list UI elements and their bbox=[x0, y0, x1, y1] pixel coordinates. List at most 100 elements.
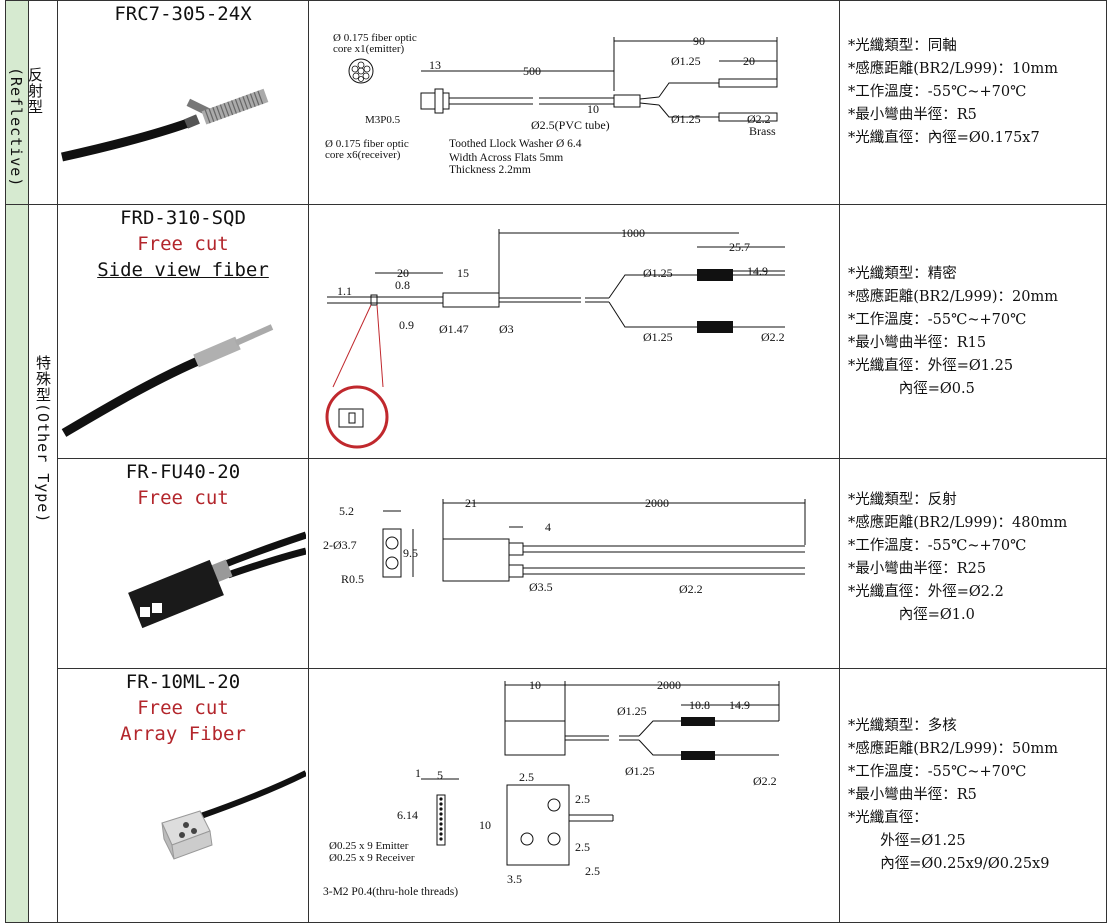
spec-line: *光纖直徑：外徑=Ø1.25 bbox=[848, 358, 1014, 374]
svg-text:90: 90 bbox=[693, 34, 705, 48]
spec-cell: *光纖類型：反射 *感應距離(BR2/L999)：480mm *工作溫度：-55… bbox=[839, 458, 1107, 669]
svg-text:2-Ø3.7: 2-Ø3.7 bbox=[323, 538, 357, 552]
svg-text:2000: 2000 bbox=[657, 678, 681, 692]
dimension-drawing: 10 2000 Ø1.25 10.8 14.9 Ø1.25 Ø2.2 1 5 bbox=[323, 678, 780, 898]
svg-text:Ø1.25: Ø1.25 bbox=[643, 330, 673, 344]
spec-line: *感應距離(BR2/L999)：50mm bbox=[848, 741, 1059, 757]
svg-text:Ø0.25 x 9 Emitter: Ø0.25 x 9 Emitter bbox=[329, 840, 409, 852]
category-other-label: 特殊型(Other Type) bbox=[34, 355, 52, 524]
dimension-drawing: 5.2 2-Ø3.7 9.5 R0.5 21 2000 4 Ø3.5 Ø2.2 bbox=[323, 496, 806, 596]
svg-text:Ø1.25: Ø1.25 bbox=[625, 764, 655, 778]
svg-text:14.9: 14.9 bbox=[747, 264, 768, 278]
free-cut-tag: Free cut bbox=[137, 697, 229, 719]
svg-text:5: 5 bbox=[437, 768, 443, 782]
svg-text:0.8: 0.8 bbox=[395, 278, 410, 292]
svg-text:14.9: 14.9 bbox=[729, 698, 750, 712]
spec-table: 反射型(Reflective) FRC7-305-24X bbox=[5, 0, 1107, 923]
spec-line: *工作溫度：-55℃~+70℃ bbox=[848, 538, 1027, 554]
spec-line: *光纖直徑：外徑=Ø2.2 bbox=[848, 584, 1004, 600]
spec-line: *感應距離(BR2/L999)：10mm bbox=[848, 61, 1059, 77]
spec-line: *工作溫度：-55℃~+70℃ bbox=[848, 764, 1027, 780]
svg-text:Ø2.2: Ø2.2 bbox=[761, 330, 785, 344]
drawing-cell: 5.2 2-Ø3.7 9.5 R0.5 21 2000 4 Ø3.5 Ø2.2 bbox=[308, 458, 840, 669]
drawing-cell: 10 2000 Ø1.25 10.8 14.9 Ø1.25 Ø2.2 1 5 bbox=[308, 668, 840, 923]
svg-text:10: 10 bbox=[479, 818, 491, 832]
svg-text:21: 21 bbox=[465, 496, 477, 510]
model-name: FRC7-305-24X bbox=[114, 3, 252, 25]
spec-line: 外徑=Ø1.25 bbox=[848, 833, 966, 849]
svg-text:2.5: 2.5 bbox=[575, 792, 590, 806]
model-name: FRD-310-SQD bbox=[120, 207, 246, 229]
svg-text:6.14: 6.14 bbox=[397, 808, 418, 822]
drawing-cell: 1000 25.7 14.9 1.1 20 15 0.8 0.9 Ø1.47 Ø… bbox=[308, 204, 840, 459]
table-row: FR-10ML-20 Free cut Array Fiber 10 2000 bbox=[6, 668, 1107, 923]
spec-line: *最小彎曲半徑：R15 bbox=[848, 335, 987, 351]
spec-line: *感應距離(BR2/L999)：20mm bbox=[848, 289, 1059, 305]
product-photo bbox=[128, 531, 308, 629]
free-cut-tag: Free cut bbox=[137, 233, 229, 255]
svg-text:Ø 0.175 fiber optic: Ø 0.175 fiber optic bbox=[325, 138, 409, 150]
svg-text:5.2: 5.2 bbox=[339, 504, 354, 518]
dimension-drawing: 1000 25.7 14.9 1.1 20 15 0.8 0.9 Ø1.47 Ø… bbox=[325, 226, 785, 449]
svg-text:Ø2.2: Ø2.2 bbox=[679, 582, 703, 596]
product-photo bbox=[61, 88, 269, 162]
svg-text:Ø2.5(PVC tube): Ø2.5(PVC tube) bbox=[531, 118, 610, 132]
dimension-drawing: Ø 0.175 fiber optic core x1(emitter) Ø 0… bbox=[325, 32, 778, 176]
spec-line: *光纖直徑：內徑=Ø0.175x7 bbox=[848, 130, 1040, 146]
svg-text:Ø1.25: Ø1.25 bbox=[617, 704, 647, 718]
spec-line: 內徑=Ø1.0 bbox=[848, 607, 975, 623]
category-reflective-label: 反射型(Reflective) bbox=[7, 67, 44, 188]
svg-text:3-M2 P0.4(thru-hole threads): 3-M2 P0.4(thru-hole threads) bbox=[323, 886, 458, 898]
product-photo-cell: FR-10ML-20 Free cut Array Fiber bbox=[57, 668, 309, 923]
category-other: 特殊型(Other Type) bbox=[28, 204, 58, 923]
svg-text:Ø3: Ø3 bbox=[499, 322, 514, 336]
svg-text:Ø3.5: Ø3.5 bbox=[529, 580, 553, 594]
svg-text:2.5: 2.5 bbox=[585, 864, 600, 878]
svg-text:3.5: 3.5 bbox=[507, 872, 522, 886]
svg-text:13: 13 bbox=[429, 58, 441, 72]
spec-line: *最小彎曲半徑：R25 bbox=[848, 561, 987, 577]
table-row: 特殊型(Other Type) FRD-310-SQD Free cut Sid… bbox=[5, 204, 1107, 923]
array-fiber-tag: Array Fiber bbox=[120, 723, 246, 745]
category-reflective: 反射型(Reflective) bbox=[5, 0, 44, 205]
svg-text:Thickness 2.2mm: Thickness 2.2mm bbox=[449, 164, 531, 176]
side-view-tag: Side view fiber bbox=[97, 259, 269, 281]
svg-text:2.5: 2.5 bbox=[519, 770, 534, 784]
svg-text:4: 4 bbox=[545, 520, 551, 534]
svg-text:0.9: 0.9 bbox=[399, 318, 414, 332]
spec-cell: *光纖類型：多核 *感應距離(BR2/L999)：50mm *工作溫度：-55℃… bbox=[839, 668, 1107, 923]
spec-line: *光纖類型：多核 bbox=[848, 718, 957, 734]
spec-line: *工作溫度：-55℃~+70℃ bbox=[848, 312, 1027, 328]
svg-text:10.8: 10.8 bbox=[689, 698, 710, 712]
spec-line: *感應距離(BR2/L999)：480mm bbox=[848, 515, 1068, 531]
free-cut-tag: Free cut bbox=[137, 487, 229, 509]
spec-line: *光纖類型：同軸 bbox=[848, 38, 957, 54]
svg-text:15: 15 bbox=[457, 266, 469, 280]
svg-text:Brass: Brass bbox=[749, 124, 776, 138]
product-photo-cell: FR-FU40-20 Free cut bbox=[57, 458, 309, 669]
spec-cell: *光纖類型：精密 *感應距離(BR2/L999)：20mm *工作溫度：-55℃… bbox=[839, 204, 1107, 459]
svg-text:Ø2.2: Ø2.2 bbox=[753, 774, 777, 788]
svg-text:9.5: 9.5 bbox=[403, 546, 418, 560]
svg-text:Width Across Flats 5mm: Width Across Flats 5mm bbox=[449, 152, 563, 164]
svg-text:25.7: 25.7 bbox=[729, 240, 750, 254]
spec-line: 內徑=Ø0.25x9/Ø0.25x9 bbox=[848, 856, 1050, 872]
spec-line: *光纖類型：反射 bbox=[848, 492, 957, 508]
model-name: FR-10ML-20 bbox=[125, 671, 241, 693]
spec-line: *最小彎曲半徑：R5 bbox=[848, 787, 977, 803]
svg-text:1: 1 bbox=[415, 766, 421, 780]
svg-text:Toothed Llock Washer Ø 6.4: Toothed Llock Washer Ø 6.4 bbox=[449, 138, 582, 150]
svg-text:Ø0.25 x 9 Receiver: Ø0.25 x 9 Receiver bbox=[329, 852, 415, 864]
model-name: FR-FU40-20 bbox=[125, 461, 241, 483]
spec-line: *光纖類型：精密 bbox=[848, 266, 957, 282]
svg-text:10: 10 bbox=[587, 102, 599, 116]
svg-text:Ø1.25: Ø1.25 bbox=[643, 266, 673, 280]
product-photo-cell: FRD-310-SQD Free cut Side view fiber bbox=[57, 204, 309, 459]
drawing-cell: Ø 0.175 fiber optic core x1(emitter) Ø 0… bbox=[308, 0, 840, 205]
svg-text:core x6(receiver): core x6(receiver) bbox=[325, 149, 401, 161]
svg-text:1.1: 1.1 bbox=[337, 284, 352, 298]
svg-text:20: 20 bbox=[743, 54, 755, 68]
product-photo-cell: FRC7-305-24X bbox=[57, 0, 309, 205]
svg-text:500: 500 bbox=[523, 64, 541, 78]
